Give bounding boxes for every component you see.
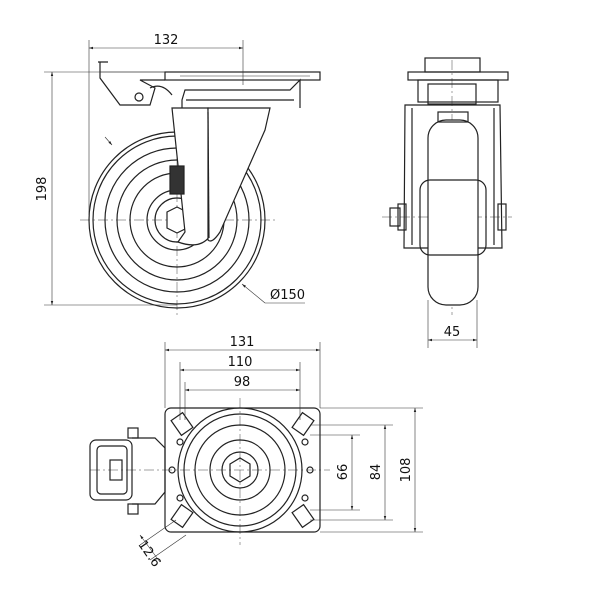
front-view: 45 (382, 57, 512, 348)
dim-holes-110: 110 (228, 355, 253, 370)
dim-holes-66: 66 (336, 464, 351, 481)
dim-wheel-diameter: Ø150 (270, 288, 305, 303)
dim-holes-84: 84 (369, 464, 384, 481)
dim-offset-132: 132 (154, 33, 179, 48)
dim-plate-height-108: 108 (399, 458, 414, 483)
top-view: 131 110 98 66 84 108 12.6 (89, 335, 423, 570)
dim-wheel-width-45: 45 (444, 325, 461, 340)
side-view: 132 198 Ø150 (35, 33, 321, 315)
dim-holes-98: 98 (234, 375, 251, 390)
dim-hole-12-6: 12.6 (134, 538, 163, 570)
dim-height-198: 198 (35, 177, 50, 202)
dim-plate-width-131: 131 (230, 335, 255, 350)
